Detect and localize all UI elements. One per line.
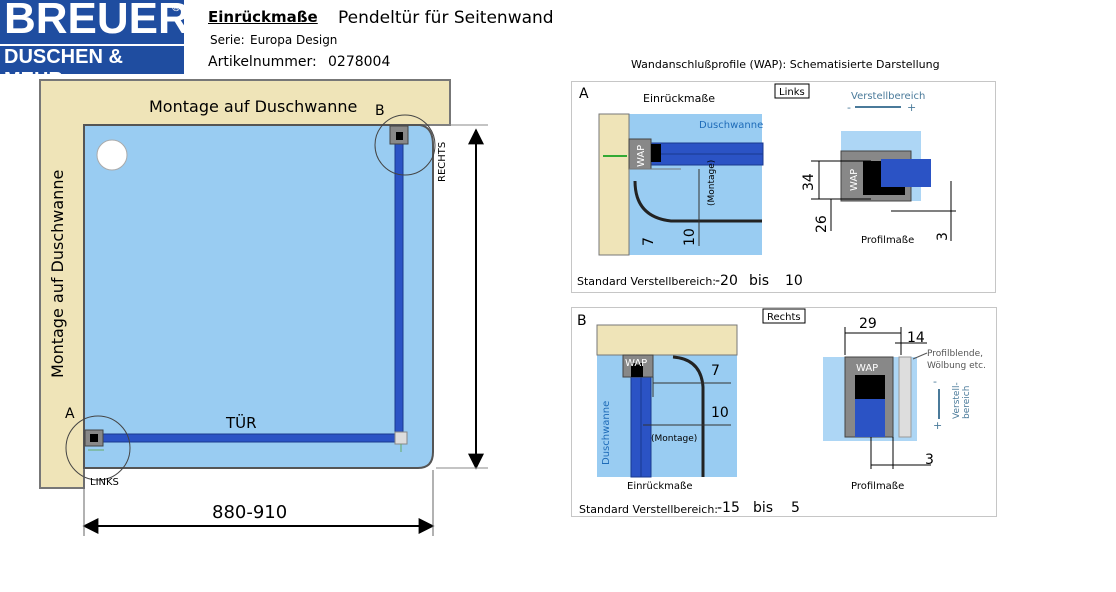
panel-b-montage-label: (Montage) (651, 434, 697, 444)
panel-b-tray-label: Duschwanne (601, 401, 612, 465)
panel-a-wap-label: WAP (636, 145, 647, 167)
panel-a-side-tag-text: Links (779, 87, 805, 98)
logo-registered-mark: ® (172, 2, 181, 14)
panel-b-verstell-1: Verstell- (952, 382, 962, 419)
point-a-label: A (65, 406, 75, 422)
panel-a-range-bis: bis (749, 273, 769, 289)
panel-b-profilmasse: Profilmaße (851, 481, 904, 492)
panel-a-tray-label: Duschwanne (699, 120, 763, 131)
panel-b-profile-wap: WAP (856, 363, 878, 374)
panel-a-range-to: 10 (785, 273, 803, 289)
hinge-square (394, 431, 408, 445)
width-dimension-value: 880-910 (212, 502, 287, 523)
rechts-label: RECHTS (437, 142, 448, 182)
panel-b-wap-label: WAP (625, 358, 647, 369)
detail-circle-a (65, 415, 131, 481)
panel-a-dim-3: 3 (935, 232, 951, 241)
panel-a-letter: A (579, 86, 589, 102)
page-title: Einrückmaße (208, 8, 318, 26)
panel-b-minus: - (933, 375, 937, 388)
panel-a-wall (598, 113, 630, 256)
side-wall-label: Montage auf Duschwanne (48, 170, 67, 378)
article-number-value: 0278004 (328, 54, 391, 70)
panel-a-dim-7: 7 (641, 237, 657, 246)
panel-b-verstell-2: bereich (962, 386, 972, 419)
panel-b-range-to: 5 (791, 500, 800, 516)
panel-b-dim-14: 14 (907, 330, 925, 346)
panel-b-profilblende (898, 356, 912, 438)
detail-circle-b (374, 114, 436, 176)
breuer-logo: BREUER ® DUSCHEN & MEHR (0, 0, 190, 91)
detail-b-drawing: B Rechts WAP 7 10 (Montage) Duschwanne E… (577, 308, 986, 516)
panel-b-plus: + (933, 419, 942, 432)
shower-tray (83, 124, 434, 469)
panel-b-profilblende-text: Profilblende, (927, 349, 983, 359)
serie-label: Serie: (210, 33, 245, 47)
wap-section-title: Wandanschlußprofile (WAP): Schematisiert… (631, 58, 940, 71)
drain-circle (96, 139, 128, 171)
panel-b-side-tag (762, 308, 806, 324)
panel-b-side-tag-text: Rechts (767, 312, 801, 323)
panel-a-profilmasse: Profilmaße (861, 235, 914, 246)
panel-b-dim-29: 29 (859, 316, 877, 332)
panel-a-dim-26: 26 (814, 215, 830, 233)
panel-b-range-from: -15 (717, 500, 740, 516)
logo-divider (0, 44, 184, 46)
panel-a-dim-10: 10 (682, 228, 698, 246)
panel-b-heading: Einrückmaße (627, 481, 693, 492)
panel-b-dim-10: 10 (711, 405, 729, 421)
panel-b-range-bis: bis (753, 500, 773, 516)
panel-a-dim-34: 34 (801, 173, 817, 191)
logo-text-breuer: BREUER (4, 0, 190, 43)
panel-a-standard-label: Standard Verstellbereich: (577, 275, 716, 288)
floor-plan: Montage auf Duschwanne Montage auf Dusch… (39, 79, 488, 536)
side-profile-vertical (394, 131, 404, 439)
article-number-label: Artikelnummer: (208, 54, 317, 70)
serie-value: Europa Design (250, 33, 338, 47)
page-subtitle: Pendeltür für Seitenwand (338, 8, 554, 28)
panel-b-wolbung-text: Wölbung etc. (927, 361, 986, 371)
panel-a-plus: + (907, 101, 916, 114)
door-label: TÜR (225, 413, 257, 432)
panel-a-verstellbereich: Verstellbereich (851, 91, 925, 102)
panel-a-montage-label: (Montage) (707, 160, 717, 206)
door-profile-horizontal (85, 433, 399, 443)
panel-b-wall (596, 324, 738, 356)
panel-b-dim-3: 3 (925, 452, 934, 468)
panel-a-range-from: -20 (715, 273, 738, 289)
panel-b-letter: B (577, 313, 587, 329)
detail-a-drawing: A Einrückmaße Links Duschwanne WAP (Mont… (577, 83, 956, 289)
panel-b-dim-7: 7 (711, 363, 720, 379)
panel-a-side-tag (774, 83, 810, 99)
panel-a-minus: - (847, 101, 851, 114)
point-b-label: B (375, 103, 385, 119)
top-wall-label: Montage auf Duschwanne (149, 97, 357, 116)
panel-a-heading: Einrückmaße (643, 92, 715, 105)
panel-b-standard-label: Standard Verstellbereich: (579, 503, 718, 516)
links-label: LINKS (90, 477, 119, 488)
panel-a-profile-wap: WAP (849, 169, 860, 191)
